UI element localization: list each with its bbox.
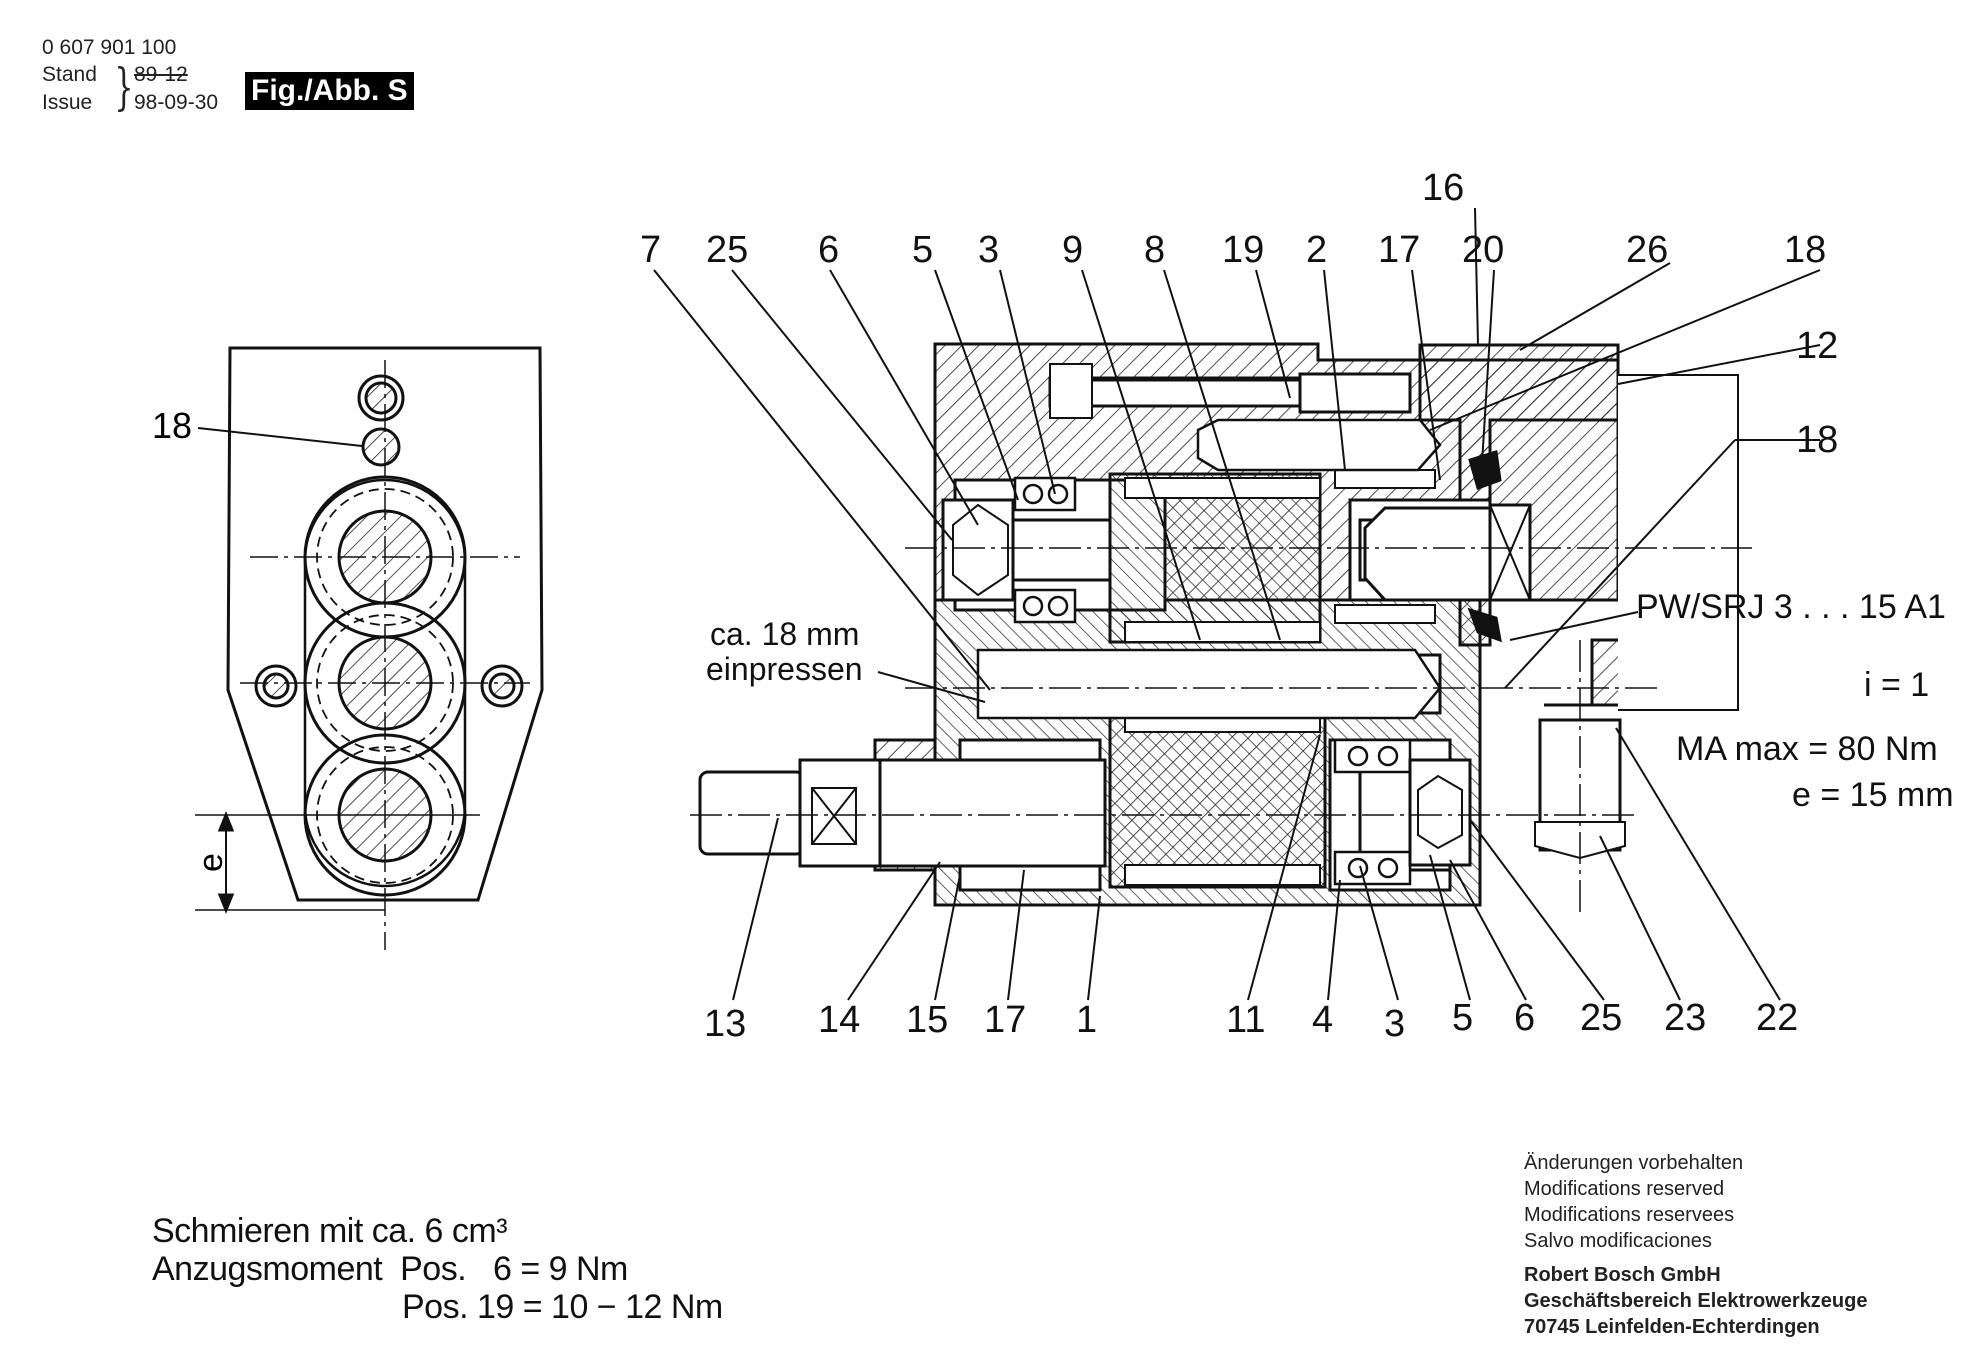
lubrication-note: Schmieren mit ca. 6 cm³ xyxy=(152,1212,508,1250)
footer-block: Änderungen vorbehalten Modifications res… xyxy=(1524,1150,1867,1340)
footer-line-en: Modifications reserved xyxy=(1524,1178,1725,1200)
issue-value: 98-09-30 xyxy=(134,91,219,114)
spec-torque: MA max = 80 Nm xyxy=(1676,730,1938,768)
section-centerlines xyxy=(690,547,1752,912)
callouts-top: 7 25 6 5 3 9 8 19 2 17 16 20 26 18 xyxy=(640,167,1826,271)
callout-25-top: 25 xyxy=(706,229,748,271)
section-view xyxy=(698,342,1739,907)
footer-line-es: Salvo modificaciones xyxy=(1524,1230,1712,1252)
figure-badge: Fig./Abb. S xyxy=(245,72,414,110)
notes-block: Schmieren mit ca. 6 cm³ Anzugsmoment Pos… xyxy=(152,1212,723,1326)
callout-12: 12 xyxy=(1796,325,1838,367)
callout-2: 2 xyxy=(1306,229,1327,271)
callout-25-bottom: 25 xyxy=(1580,997,1622,1039)
callout-14: 14 xyxy=(818,999,860,1041)
callout-26: 26 xyxy=(1626,229,1668,271)
callout-1: 1 xyxy=(1076,999,1097,1041)
callout-20: 20 xyxy=(1462,229,1504,271)
leader-lines xyxy=(653,207,1821,1001)
callout-6-bottom: 6 xyxy=(1514,997,1535,1039)
callout-4: 4 xyxy=(1312,999,1333,1041)
spec-offset: e = 15 mm xyxy=(1792,776,1954,814)
side-view xyxy=(195,346,544,950)
part-number: 0 607 901 100 xyxy=(42,36,177,59)
side-callout-18: 18 xyxy=(152,405,192,446)
callouts-right: 12 18 xyxy=(1796,325,1838,461)
callout-7: 7 xyxy=(640,229,661,271)
callout-19: 19 xyxy=(1222,229,1264,271)
press-note-line1: ca. 18 mm xyxy=(710,616,859,652)
footer-division: Geschäftsbereich Elektrowerkzeuge xyxy=(1524,1290,1868,1312)
brace-glyph: } xyxy=(114,58,134,116)
callout-13: 13 xyxy=(704,1003,746,1045)
callout-9: 9 xyxy=(1062,229,1083,271)
footer-company: Robert Bosch GmbH xyxy=(1524,1264,1721,1286)
callout-17-top: 17 xyxy=(1378,229,1420,271)
callout-23: 23 xyxy=(1664,997,1706,1039)
dimension-e-label: e xyxy=(192,853,230,872)
callout-3-bottom: 3 xyxy=(1384,1003,1405,1045)
callouts-bottom: 13 14 15 17 1 11 4 3 5 6 25 23 22 xyxy=(704,997,1798,1045)
callout-3-top: 3 xyxy=(978,229,999,271)
tightening-note-2: Pos. 19 = 10 − 12 Nm xyxy=(402,1288,723,1326)
press-note: ca. 18 mm einpressen xyxy=(706,616,863,687)
spec-block: PW/SRJ 3 . . . 15 A1 i = 1 MA max = 80 N… xyxy=(1636,588,1954,814)
footer-line-de: Änderungen vorbehalten xyxy=(1524,1152,1744,1174)
stand-value: 89-12 xyxy=(134,63,188,86)
callout-5-top: 5 xyxy=(912,229,933,271)
callout-22: 22 xyxy=(1756,997,1798,1039)
callout-6-top: 6 xyxy=(818,229,839,271)
callout-18-top: 18 xyxy=(1784,229,1826,271)
callout-18-right: 18 xyxy=(1796,419,1838,461)
spec-model: PW/SRJ 3 . . . 15 A1 xyxy=(1636,588,1946,626)
stand-label: Stand xyxy=(42,63,97,86)
callout-15: 15 xyxy=(906,999,948,1041)
tightening-note-1: Anzugsmoment Pos. 6 = 9 Nm xyxy=(152,1250,628,1288)
press-note-line2: einpressen xyxy=(706,651,863,687)
issue-label: Issue xyxy=(42,91,93,114)
callout-5-bottom: 5 xyxy=(1452,997,1473,1039)
spec-ratio: i = 1 xyxy=(1864,666,1929,704)
callout-16: 16 xyxy=(1422,167,1464,209)
footer-line-fr: Modifications reservees xyxy=(1524,1204,1735,1226)
footer-address: 70745 Leinfelden-Echterdingen xyxy=(1524,1316,1820,1338)
callout-8: 8 xyxy=(1144,229,1165,271)
callout-11: 11 xyxy=(1226,999,1265,1041)
callout-17-bottom: 17 xyxy=(984,999,1026,1041)
